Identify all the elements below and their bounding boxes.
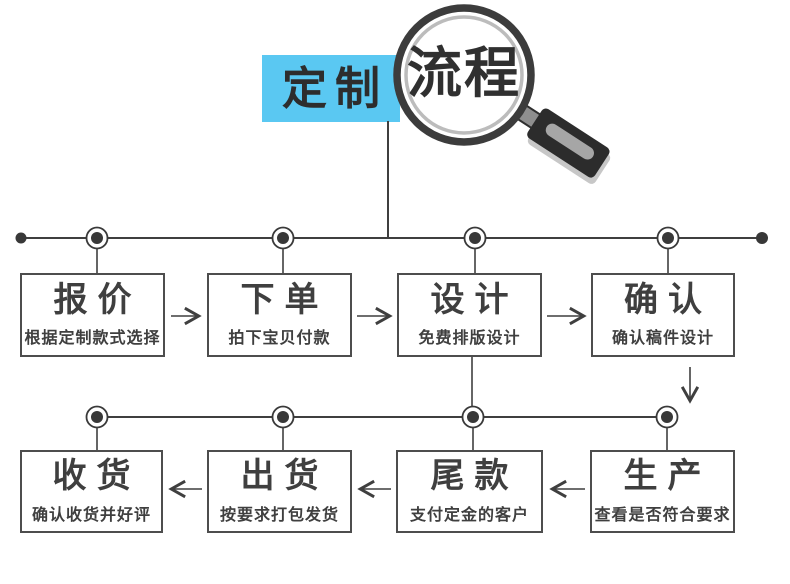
node-dot-order <box>271 226 295 273</box>
step-balance-title: 尾款 <box>430 457 519 496</box>
spine-end-dot-left <box>15 232 27 244</box>
node-dot-receive <box>85 405 109 450</box>
step-ship: 出货 按要求打包发货 <box>207 450 352 533</box>
node-dot-design <box>463 226 487 273</box>
node-dot-ship <box>271 405 295 450</box>
step-production-title: 生产 <box>623 457 712 496</box>
page-title-left: 定制 <box>281 63 388 114</box>
step-design-title: 设计 <box>430 280 519 319</box>
step-receive: 收货 确认收货并好评 <box>20 450 163 533</box>
node-dot-confirm <box>656 226 680 273</box>
node-dot-balance <box>461 405 485 450</box>
step-balance-subtitle: 支付定金的客户 <box>409 506 529 524</box>
spine-end-dot-right <box>756 232 768 244</box>
step-quote-subtitle: 根据定制款式选择 <box>24 330 161 348</box>
step-production-subtitle: 查看是否符合要求 <box>594 506 731 524</box>
step-confirm-subtitle: 确认稿件设计 <box>611 330 714 348</box>
step-order: 下单 拍下宝贝付款 <box>207 273 352 357</box>
node-dot-quote <box>85 226 109 273</box>
magnifier-icon <box>393 4 611 184</box>
page-title-right: 流程 <box>406 42 521 104</box>
step-receive-title: 收货 <box>52 457 141 496</box>
step-production: 生产 查看是否符合要求 <box>590 450 735 533</box>
step-design-subtitle: 免费排版设计 <box>418 330 521 348</box>
step-confirm-title: 确认 <box>624 280 712 319</box>
step-ship-title: 出货 <box>240 457 329 496</box>
step-confirm: 确认 确认稿件设计 <box>591 273 735 357</box>
step-balance: 尾款 支付定金的客户 <box>396 450 543 533</box>
step-design: 设计 免费排版设计 <box>397 273 542 357</box>
step-ship-subtitle: 按要求打包发货 <box>219 506 339 524</box>
step-quote: 报价 根据定制款式选择 <box>20 273 165 357</box>
title-accent-rect: 定制 <box>262 55 400 122</box>
step-order-subtitle: 拍下宝贝付款 <box>228 330 331 348</box>
step-quote-title: 报价 <box>53 280 142 319</box>
step-order-title: 下单 <box>240 280 329 319</box>
step-receive-subtitle: 确认收货并好评 <box>31 506 151 524</box>
node-dot-production <box>655 405 679 450</box>
